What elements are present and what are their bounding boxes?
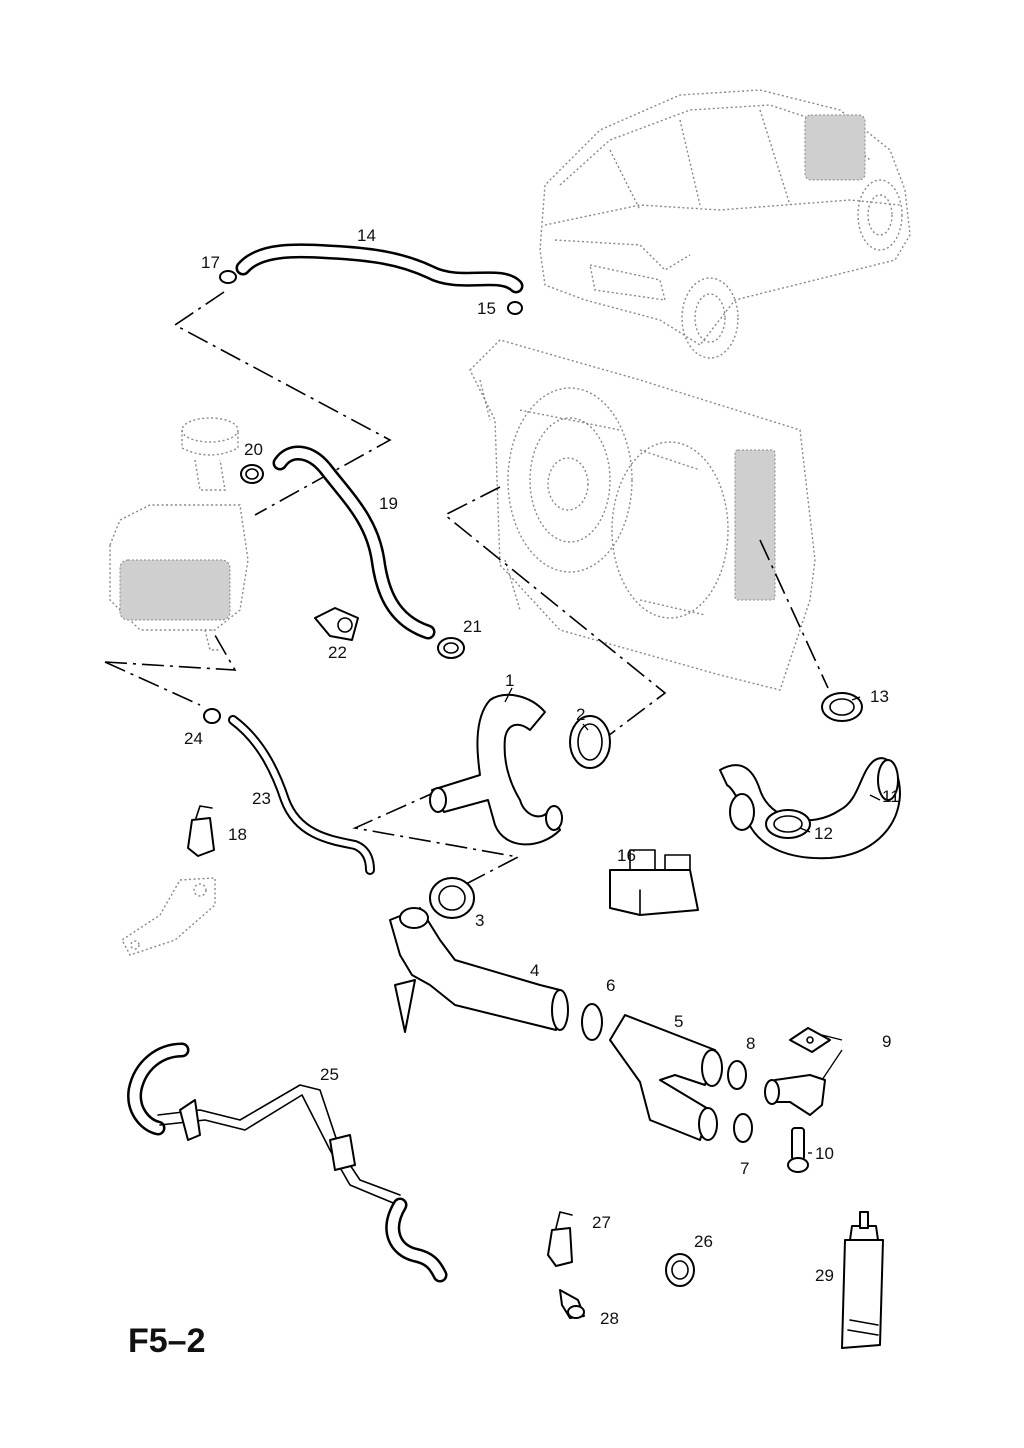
clip-15[interactable] <box>507 301 523 315</box>
callout-5: 5 <box>674 1012 684 1031</box>
hose-25[interactable] <box>127 1042 448 1283</box>
hose-1[interactable] <box>429 693 563 846</box>
callout-6: 6 <box>606 976 616 995</box>
callout-21: 21 <box>463 617 482 636</box>
callout-10: 10 <box>815 1144 834 1163</box>
hose-23[interactable] <box>228 715 375 875</box>
expansion-tank-outline <box>109 417 249 651</box>
hose-14[interactable] <box>235 243 524 294</box>
radiator-fan-outline <box>469 339 816 691</box>
clamp-12[interactable] <box>765 809 811 839</box>
clamp-20[interactable] <box>240 464 264 484</box>
clamp-13[interactable] <box>821 692 863 722</box>
callout-27: 27 <box>592 1213 611 1232</box>
callout-24: 24 <box>184 729 203 748</box>
hose-11[interactable] <box>719 757 901 860</box>
clamp-3[interactable] <box>429 877 475 919</box>
clamp-21[interactable] <box>437 637 465 659</box>
callout-26: 26 <box>694 1232 713 1251</box>
callout-23: 23 <box>252 789 271 808</box>
sealant-tube-29[interactable] <box>841 1211 884 1349</box>
callout-11: 11 <box>882 787 900 806</box>
callout-15: 15 <box>477 299 496 318</box>
callout-3: 3 <box>475 911 485 930</box>
callout-18: 18 <box>228 825 247 844</box>
clamp-6[interactable] <box>581 1003 603 1041</box>
bracket-outline <box>121 877 216 956</box>
tee-5[interactable] <box>609 1014 723 1141</box>
leader-lines <box>504 687 881 1154</box>
clamp-2[interactable] <box>569 715 611 769</box>
callout-2: 2 <box>576 705 586 724</box>
callout-14: 14 <box>357 226 376 245</box>
page-code: F5–2 <box>128 1322 206 1360</box>
callout-12: 12 <box>814 824 833 843</box>
callout-19: 19 <box>379 494 398 513</box>
bracket-16[interactable] <box>609 849 699 916</box>
callout-22: 22 <box>328 643 347 662</box>
callout-7: 7 <box>740 1159 750 1178</box>
outlet-9[interactable] <box>764 1074 826 1116</box>
callout-25: 25 <box>320 1065 339 1084</box>
clamp-8[interactable] <box>727 1060 747 1090</box>
callout-1: 1 <box>505 671 515 690</box>
clip-24[interactable] <box>203 708 221 724</box>
pipe-4[interactable] <box>389 907 569 1033</box>
callout-4: 4 <box>530 961 540 980</box>
clamp-7[interactable] <box>733 1113 753 1143</box>
callout-16: 16 <box>617 846 636 865</box>
clip-18[interactable] <box>187 805 215 857</box>
guide-lines <box>104 291 829 885</box>
callout-28: 28 <box>600 1309 619 1328</box>
callout-20: 20 <box>244 440 263 459</box>
clip-27[interactable] <box>547 1211 573 1267</box>
clamp-26[interactable] <box>665 1253 695 1287</box>
hose-19[interactable] <box>272 445 436 640</box>
callout-17: 17 <box>201 253 220 272</box>
callout-29: 29 <box>815 1266 834 1285</box>
callout-13: 13 <box>870 687 889 706</box>
bolt-10[interactable] <box>787 1127 809 1173</box>
gasket-9[interactable] <box>789 1027 831 1053</box>
callout-8: 8 <box>746 1034 756 1053</box>
bolt-28[interactable] <box>559 1289 585 1319</box>
clip-17[interactable] <box>219 270 237 284</box>
clip-22[interactable] <box>314 607 359 641</box>
vehicle-outline <box>539 89 911 359</box>
callout-9: 9 <box>882 1032 892 1051</box>
